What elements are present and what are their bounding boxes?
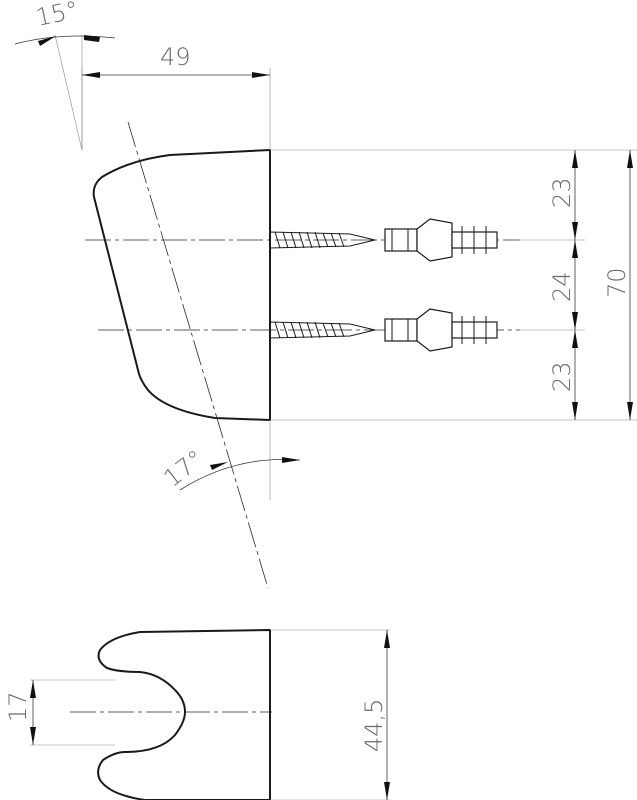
dowel-upper (384, 218, 498, 262)
angle-dimension-bottom: 17° (158, 444, 301, 493)
width-dimension-top: 49 (82, 43, 270, 78)
bracket-side-view (54, 34, 637, 589)
holder-depth-label: 44,5 (360, 699, 388, 752)
screw-row-lower (98, 308, 520, 352)
total-height-dimension: 70 (603, 150, 633, 420)
holder-body (97, 629, 271, 800)
holder-bottom-view (30, 629, 390, 800)
dowel-lower (384, 308, 498, 352)
lower-gap-label: 23 (548, 361, 576, 392)
screw-row-upper (85, 218, 520, 262)
upper-gap-label: 23 (548, 177, 576, 208)
angle-top-label: 15° (33, 0, 80, 32)
screw-lower (269, 321, 376, 339)
holder-depth-dimension: 44,5 (360, 630, 390, 800)
slot-width-label: 17 (4, 691, 32, 722)
width-top-label: 49 (160, 43, 191, 71)
slot-width-dimension: 17 (4, 680, 36, 745)
vertical-dimension-chain: 23 24 23 (520, 150, 585, 420)
middle-gap-label: 24 (548, 271, 576, 302)
total-height-label: 70 (603, 267, 631, 298)
angle-dimension-top: 15° (14, 0, 116, 46)
screw-upper (269, 231, 376, 249)
bracket-body (92, 149, 271, 421)
angle-bottom-label: 17° (158, 444, 209, 492)
